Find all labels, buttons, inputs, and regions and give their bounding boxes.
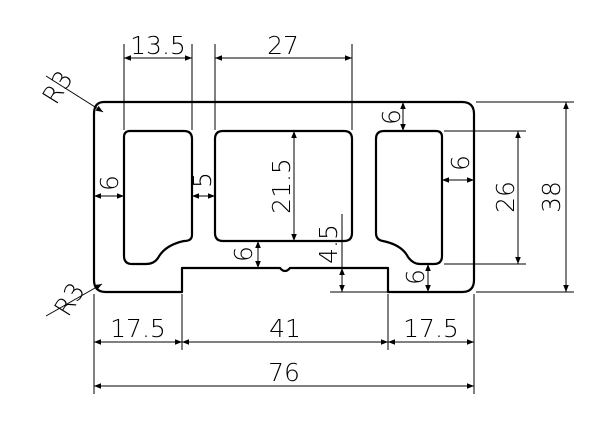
label-41: 41 [269, 314, 301, 343]
label-inner-wall: 5 [188, 172, 217, 188]
radius-leader-bottom [45, 283, 103, 317]
profile-outer-outline [92, 100, 476, 294]
label-21-5: 21.5 [267, 158, 296, 214]
label-bottom-right-wall: 6 [401, 269, 430, 285]
label-76: 76 [268, 358, 300, 387]
label-r3-bottom: R3 [48, 278, 90, 322]
radius-leader-top [45, 75, 104, 113]
label-4-5: 4.5 [314, 224, 343, 264]
label-left-wall: 6 [95, 175, 124, 191]
label-top-wall: 6 [377, 109, 406, 125]
left-cavity-outline [122, 129, 194, 266]
label-17-5-left: 17.5 [110, 314, 166, 343]
label-r3-top: R3 [36, 66, 78, 110]
right-cavity-outline [374, 129, 444, 266]
label-17-5-right: 17.5 [403, 314, 459, 343]
label-bottom-wall: 6 [229, 246, 258, 262]
label-13-5: 13.5 [130, 31, 186, 60]
dimension-labels: R3 R3 13.5 27 6 5 21.5 6 4.5 6 6 6 26 38… [36, 31, 566, 387]
dimension-lines [45, 44, 574, 394]
label-right-wall: 6 [446, 155, 475, 171]
label-26: 26 [491, 181, 520, 213]
label-38: 38 [537, 181, 566, 213]
label-27: 27 [267, 31, 299, 60]
